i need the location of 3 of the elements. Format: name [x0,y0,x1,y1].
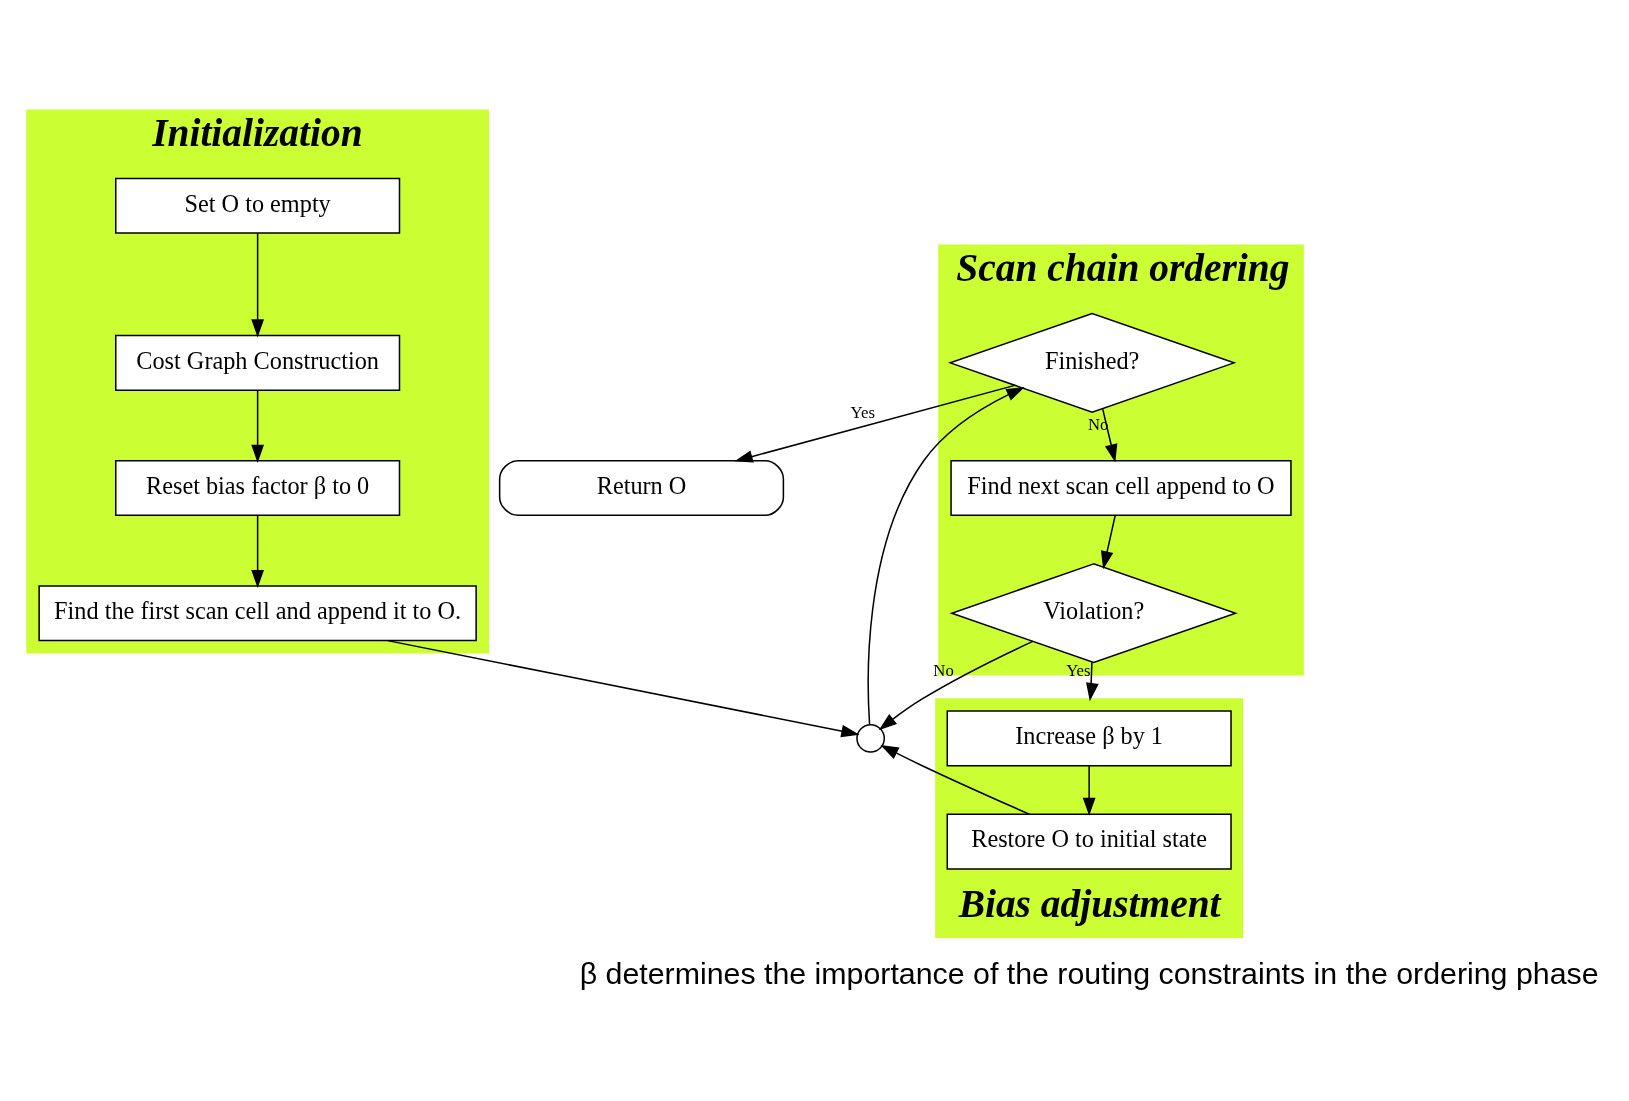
edge-label: Yes [850,402,875,422]
edge-label: Yes [1066,660,1091,680]
label: β determines the importance of the routing constraints in the ordering phase [579,956,1599,990]
